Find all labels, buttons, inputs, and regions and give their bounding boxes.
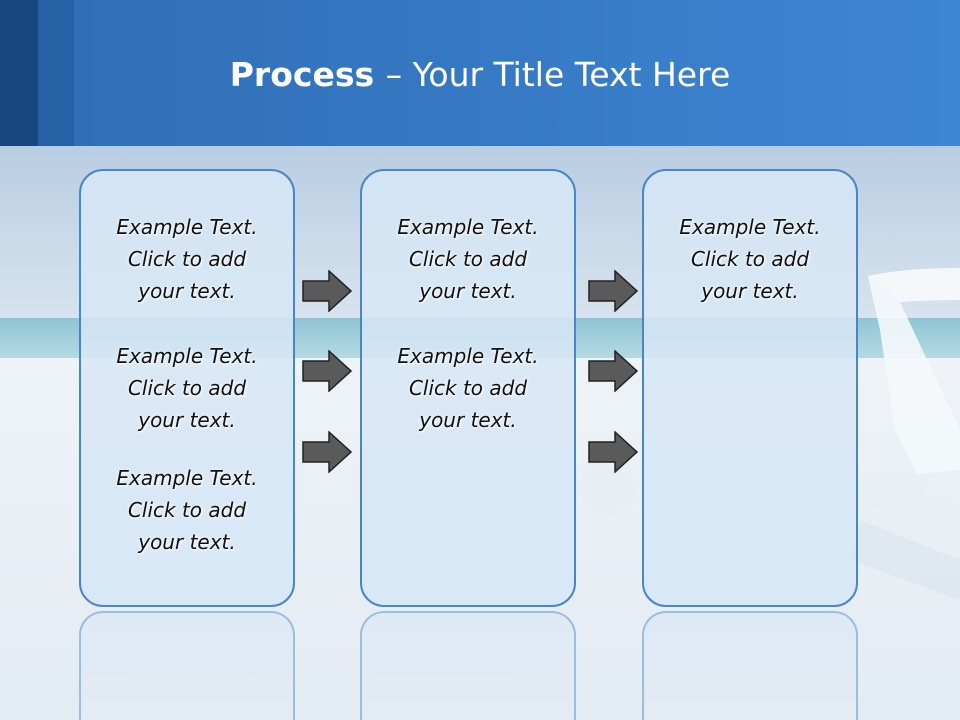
text-line: your text. <box>138 530 236 554</box>
header-accent-strip-mid <box>38 0 74 146</box>
text-line: your text. <box>419 279 517 303</box>
text-line: Example Text. <box>116 344 258 368</box>
title-bold-part: Process <box>229 55 386 94</box>
text-block-col1-1[interactable]: Example Text. Click to add your text. <box>79 211 295 307</box>
text-line: Example Text. <box>397 215 539 239</box>
right-arrow-icon <box>588 431 638 473</box>
text-line: Example Text. <box>679 215 821 239</box>
right-arrow-icon <box>302 431 352 473</box>
text-line: your text. <box>138 408 236 432</box>
process-box-3[interactable] <box>642 169 858 607</box>
text-line: Example Text. <box>397 344 539 368</box>
right-arrow-icon <box>588 350 638 392</box>
text-line: Click to add <box>127 498 247 522</box>
process-box-2[interactable] <box>360 169 576 607</box>
text-line: Example Text. <box>116 215 258 239</box>
box-reflection-1 <box>79 611 295 720</box>
header-accent-strip-dark <box>0 0 38 146</box>
slide-title[interactable]: Process – Your Title Text Here <box>0 50 960 100</box>
text-block-col2-2[interactable]: Example Text. Click to add your text. <box>360 340 576 436</box>
right-arrow-icon <box>302 270 352 312</box>
right-arrow-icon <box>302 350 352 392</box>
text-line: your text. <box>138 279 236 303</box>
text-line: Example Text. <box>116 466 258 490</box>
text-line: your text. <box>419 408 517 432</box>
text-block-col1-2[interactable]: Example Text. Click to add your text. <box>79 340 295 436</box>
text-line: Click to add <box>690 247 810 271</box>
header-band <box>0 0 960 146</box>
title-rest-part: – Your Title Text Here <box>385 55 731 94</box>
text-line: your text. <box>701 279 799 303</box>
text-block-col3-1[interactable]: Example Text. Click to add your text. <box>642 211 858 307</box>
text-line: Click to add <box>408 376 528 400</box>
process-box-1[interactable] <box>79 169 295 607</box>
text-line: Click to add <box>408 247 528 271</box>
text-block-col1-3[interactable]: Example Text. Click to add your text. <box>79 462 295 558</box>
box-reflection-2 <box>360 611 576 720</box>
text-line: Click to add <box>127 376 247 400</box>
text-line: Click to add <box>127 247 247 271</box>
right-arrow-icon <box>588 270 638 312</box>
text-block-col2-1[interactable]: Example Text. Click to add your text. <box>360 211 576 307</box>
box-reflection-3 <box>642 611 858 720</box>
